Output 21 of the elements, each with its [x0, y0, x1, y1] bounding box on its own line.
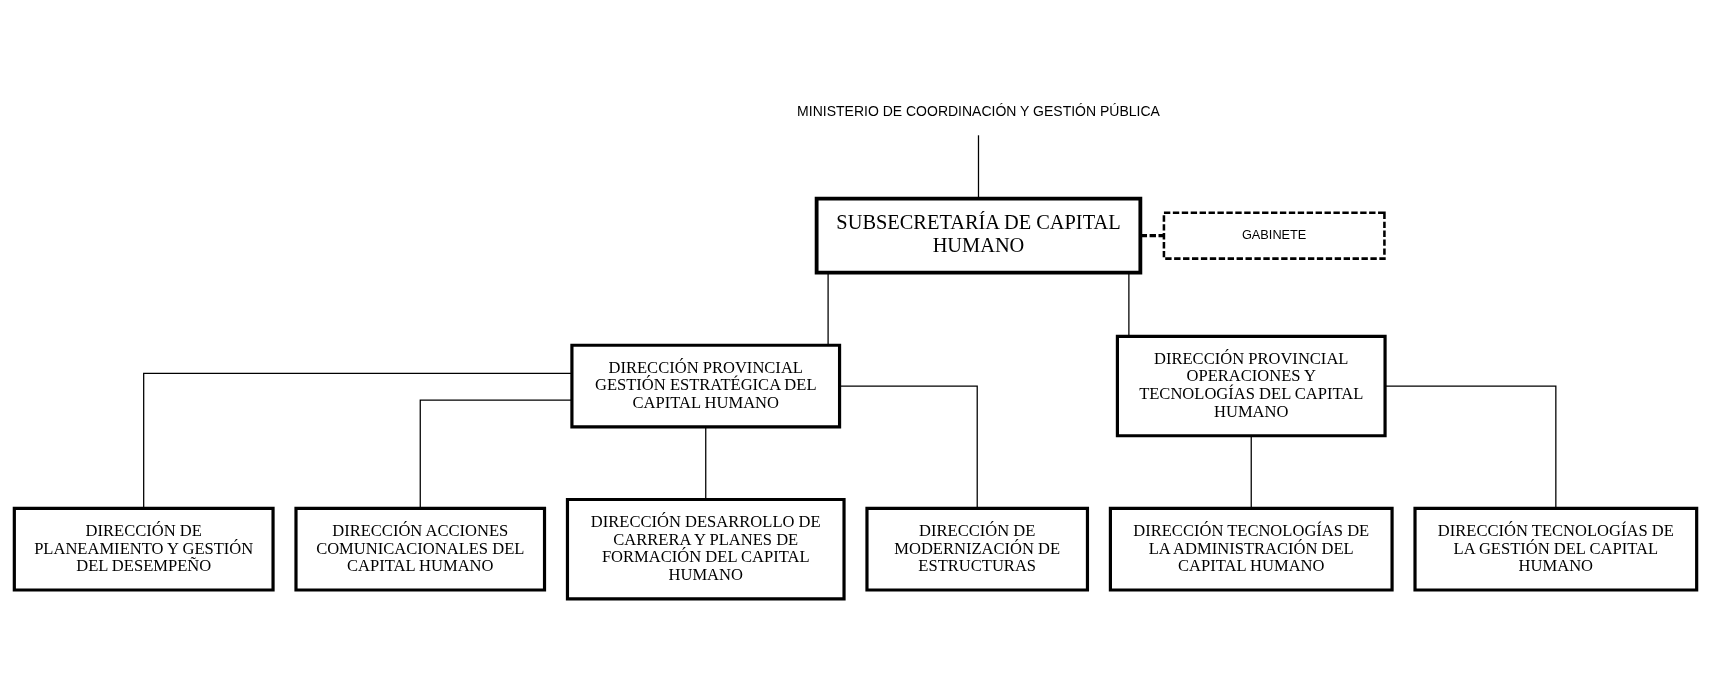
node-text: MINISTERIO DE COORDINACIÓN Y GESTIÓN PÚBLICA	[797, 102, 1160, 119]
connector	[1140, 233, 1164, 237]
connector	[1128, 271, 1130, 337]
node-box: SUBSECRETARÍA DE CAPITAL HUMANO	[814, 196, 1143, 275]
node-box: DIRECCIÓN TECNOLOGÍAS DE LA ADMINISTRACIÓN DEL CAPITAL HUMANO	[1108, 506, 1394, 592]
connector	[1384, 384, 1557, 509]
connector	[827, 271, 829, 346]
node-box: DIRECCIÓN ACCIONES COMUNICACIONALES DEL CAPITAL HUMANO	[294, 506, 547, 592]
connector	[143, 372, 573, 509]
connector	[705, 426, 707, 500]
node-box: DIRECCIÓN DE PLANEAMIENTO Y GESTIÓN DEL DESEMPEÑO	[12, 506, 275, 592]
node-box: DIRECCIÓN DE MODERNIZACIÓN DE ESTRUCTURAS	[865, 506, 1090, 592]
connector	[977, 134, 980, 199]
node-box: DIRECCIÓN DESARROLLO DE CARRERA Y PLANES DE FORMACIÓN DEL CAPITAL HUMANO	[565, 497, 846, 600]
connector	[1250, 434, 1252, 509]
connector	[419, 398, 573, 509]
connector	[839, 384, 978, 509]
node-box: DIRECCIÓN PROVINCIAL OPERACIONES Y TECNOLOGÍAS DEL CAPITAL HUMANO	[1115, 334, 1387, 437]
node-box: DIRECCIÓN TECNOLOGÍAS DE LA GESTIÓN DEL CAPITAL HUMANO	[1413, 506, 1699, 592]
node-box: DIRECCIÓN PROVINCIAL GESTIÓN ESTRATÉGICA DEL CAPITAL HUMANO	[570, 343, 842, 428]
node-box: GABINETE	[1162, 210, 1386, 260]
